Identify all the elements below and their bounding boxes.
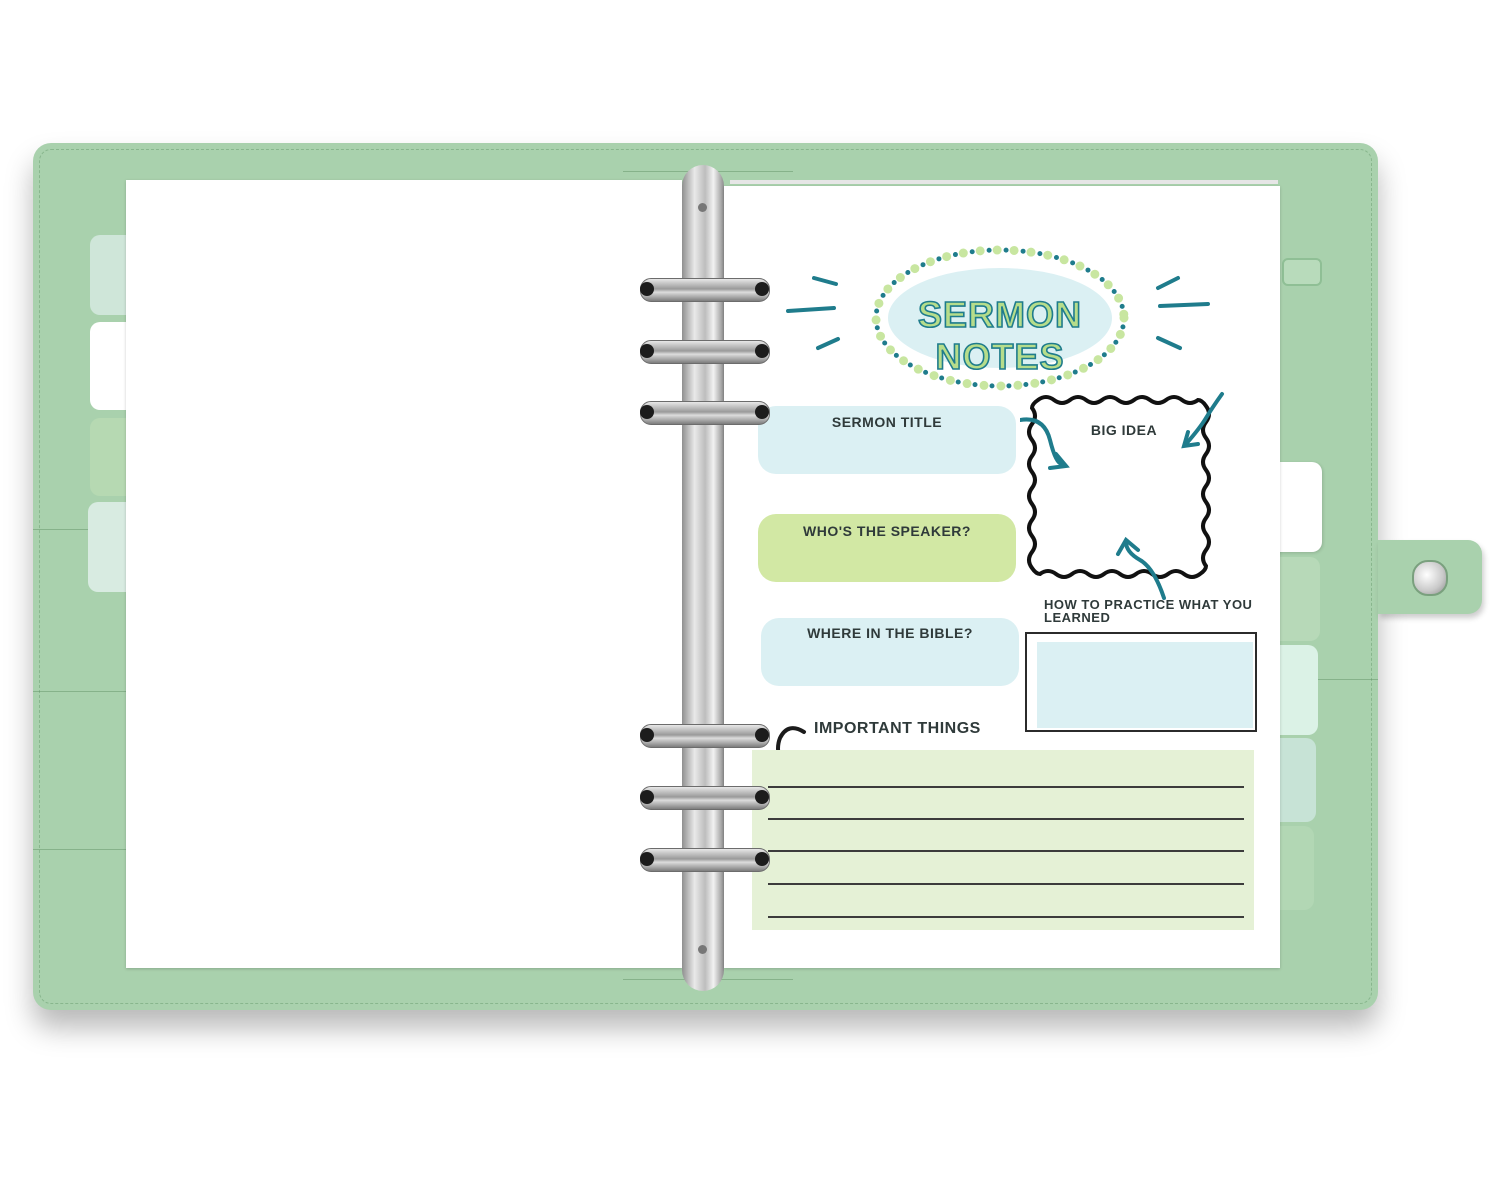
snap-strap[interactable] [1378, 540, 1482, 614]
important-label: IMPORTANT THINGS [814, 720, 981, 737]
page-stack-edge [730, 180, 1278, 184]
big-idea-box[interactable] [1020, 390, 1230, 600]
speaker-field[interactable] [758, 514, 1016, 582]
rivet-icon [698, 203, 707, 212]
important-notes-area[interactable] [752, 750, 1254, 930]
binder-ring [640, 278, 770, 302]
binder-stitching [39, 149, 1372, 1004]
pen-loop [1282, 258, 1322, 286]
practice-box[interactable] [1025, 632, 1257, 732]
pocket-line [1283, 679, 1378, 680]
right-page: SERMON NOTES SERMON TITLE WHO'S THE SPEA… [724, 186, 1280, 968]
practice-fill [1037, 642, 1253, 728]
snap-button-icon[interactable] [1412, 560, 1448, 596]
left-page [126, 180, 682, 968]
binder-ring [640, 786, 770, 810]
ring-hole-icon [640, 790, 654, 804]
sermon-title-field[interactable] [758, 406, 1016, 474]
ring-hole-icon [640, 405, 654, 419]
ring-hole-icon [755, 790, 769, 804]
ring-hole-icon [755, 344, 769, 358]
title-decoration-icon [786, 245, 1210, 391]
ring-hole-icon [755, 852, 769, 866]
bible-label: WHERE IN THE BIBLE? [807, 625, 973, 641]
ring-hole-icon [640, 282, 654, 296]
writing-line [768, 818, 1244, 820]
ring-hole-icon [640, 852, 654, 866]
ring-hole-icon [640, 728, 654, 742]
worksheet-title: SERMON NOTES [917, 293, 1082, 378]
practice-label: HOW TO PRACTICE WHAT YOU LEARNED [1044, 597, 1253, 625]
binder-ring [640, 401, 770, 425]
binder-ring [640, 340, 770, 364]
rivet-icon [698, 945, 707, 954]
sermon-title-label: SERMON TITLE [831, 414, 943, 430]
ring-hole-icon [640, 344, 654, 358]
bible-field[interactable] [761, 618, 1019, 686]
pocket-line [33, 691, 133, 692]
pocket-line [33, 849, 133, 850]
ring-hole-icon [755, 282, 769, 296]
ring-hole-icon [755, 405, 769, 419]
binder-ring [640, 724, 770, 748]
speaker-label: WHO'S THE SPEAKER? [803, 523, 971, 539]
writing-line [768, 916, 1244, 918]
ring-hole-icon [755, 728, 769, 742]
binder-ring [640, 848, 770, 872]
pocket-line [33, 529, 133, 530]
big-idea-label: BIG IDEA [1090, 422, 1158, 438]
writing-line [768, 850, 1244, 852]
writing-line [768, 786, 1244, 788]
writing-line [768, 883, 1244, 885]
